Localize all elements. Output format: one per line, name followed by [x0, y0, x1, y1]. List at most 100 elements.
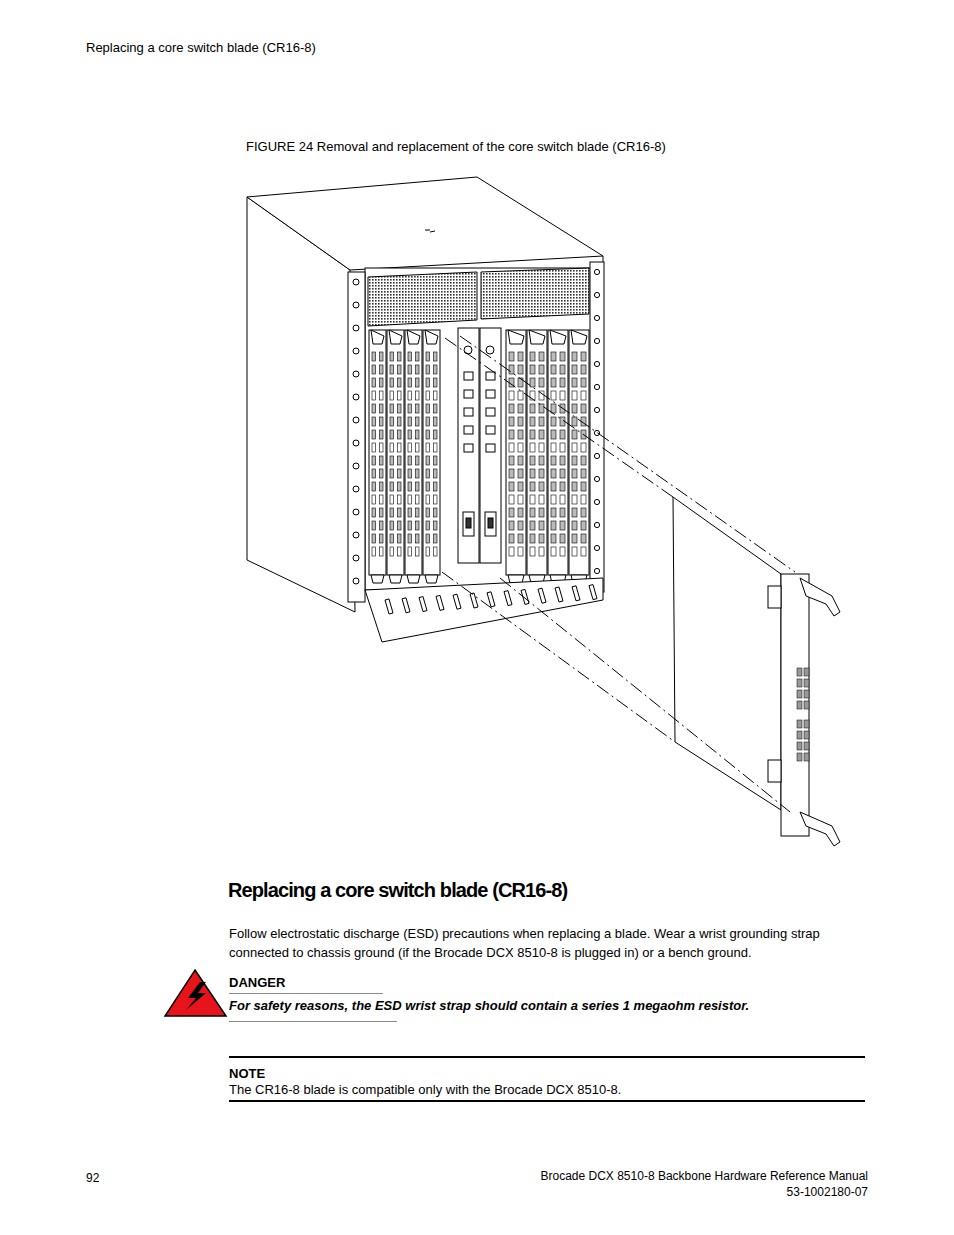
drawing-part: [398, 378, 402, 387]
drawing-part: [426, 443, 430, 452]
drawing-part: [508, 330, 524, 344]
drawing-part: [797, 668, 802, 676]
drawing-part: [518, 521, 523, 530]
drawing-part: [434, 443, 438, 452]
drawing-part: [398, 391, 402, 400]
drawing-part: [416, 495, 420, 504]
drawing-part: [518, 404, 523, 413]
drawing-part: [380, 352, 384, 361]
drawing-part: [353, 578, 359, 584]
drawing-part: [390, 352, 394, 361]
drawing-part: [572, 495, 577, 504]
drawing-part: [398, 495, 402, 504]
drawing-part: [416, 469, 420, 478]
drawing-part: [353, 509, 359, 515]
section-heading: Replacing a core switch blade (CR16-8): [228, 879, 567, 902]
drawing-part: [416, 391, 420, 400]
drawing-part: [371, 330, 384, 344]
drawing-part: [594, 361, 599, 366]
drawing-part: [530, 443, 535, 452]
drawing-part: [348, 272, 365, 602]
core-switch-blade: [673, 497, 840, 846]
drawing-part: [581, 456, 586, 465]
drawing-part: [434, 365, 438, 374]
drawing-part: [372, 469, 376, 478]
drawing-part: [551, 417, 556, 426]
drawing-part: [551, 404, 556, 413]
drawing-part: [530, 495, 535, 504]
drawing-part: [372, 521, 376, 530]
drawing-part: [434, 404, 438, 413]
drawing-part: [369, 328, 589, 583]
drawing-part: [466, 518, 471, 528]
drawing-part: [408, 378, 412, 387]
chassis: [247, 177, 604, 642]
drawing-part: [408, 365, 412, 374]
drawing-part: [390, 547, 394, 556]
drawing-part: [486, 372, 495, 380]
drawing-part: [539, 456, 544, 465]
drawing-part: [581, 534, 586, 543]
drawing-part: [569, 330, 589, 583]
drawing-part: [387, 330, 404, 583]
drawing-part: [509, 534, 514, 543]
drawing-part: [426, 521, 430, 530]
drawing-part: [353, 486, 359, 492]
drawing-part: [380, 430, 384, 439]
drawing-part: [572, 378, 577, 387]
drawing-part: [416, 417, 420, 426]
drawing-part: [390, 365, 394, 374]
drawing-part: [380, 417, 384, 426]
drawing-part: [594, 430, 599, 435]
drawing-part: [572, 430, 577, 439]
drawing-part: [426, 417, 430, 426]
drawing-part: [390, 482, 394, 491]
drawing-part: [481, 268, 589, 319]
drawing-part: [372, 456, 376, 465]
drawing-part: [804, 742, 809, 750]
drawing-part: [442, 572, 675, 742]
drawing-part: [464, 444, 473, 452]
drawing-part: [380, 534, 384, 543]
drawing-part: [371, 575, 384, 583]
running-header: Replacing a core switch blade (CR16-8): [86, 40, 316, 55]
drawing-part: [426, 430, 430, 439]
drawing-part: [509, 430, 514, 439]
drawing-part: [398, 417, 402, 426]
drawing-part: [572, 443, 577, 452]
drawing-part: [480, 328, 501, 563]
drawing-part: [572, 534, 577, 543]
drawing-part: [426, 469, 430, 478]
drawing-part: [594, 407, 599, 412]
drawing-part: [408, 430, 412, 439]
drawing-part: [390, 521, 394, 530]
drawing-part: [797, 731, 802, 739]
drawing-part: [572, 352, 577, 361]
drawing-part: [581, 469, 586, 478]
drawing-part: [551, 547, 556, 556]
drawing-part: [509, 521, 514, 530]
drawing-part: [458, 328, 479, 563]
drawing-part: [509, 365, 514, 374]
drawing-part: [800, 812, 840, 846]
drawing-part: [581, 508, 586, 517]
dash-dot-guides: [442, 336, 795, 812]
drawing-part: [560, 521, 565, 530]
drawing-part: [372, 404, 376, 413]
drawing-part: [380, 365, 384, 374]
drawing-part: [408, 443, 412, 452]
drawing-part: [434, 378, 438, 387]
drawing-part: [539, 365, 544, 374]
drawing-part: [434, 469, 438, 478]
drawing-part: [398, 443, 402, 452]
drawing-part: [530, 378, 535, 387]
drawing-part: [594, 315, 599, 320]
drawing-part: [390, 391, 394, 400]
drawing-part: [365, 578, 603, 642]
drawing-part: [390, 404, 394, 413]
drawing-part: [572, 404, 577, 413]
drawing-part: [408, 404, 412, 413]
drawing-part: [530, 430, 535, 439]
drawing-part: [408, 417, 412, 426]
drawing-part: [486, 390, 495, 398]
